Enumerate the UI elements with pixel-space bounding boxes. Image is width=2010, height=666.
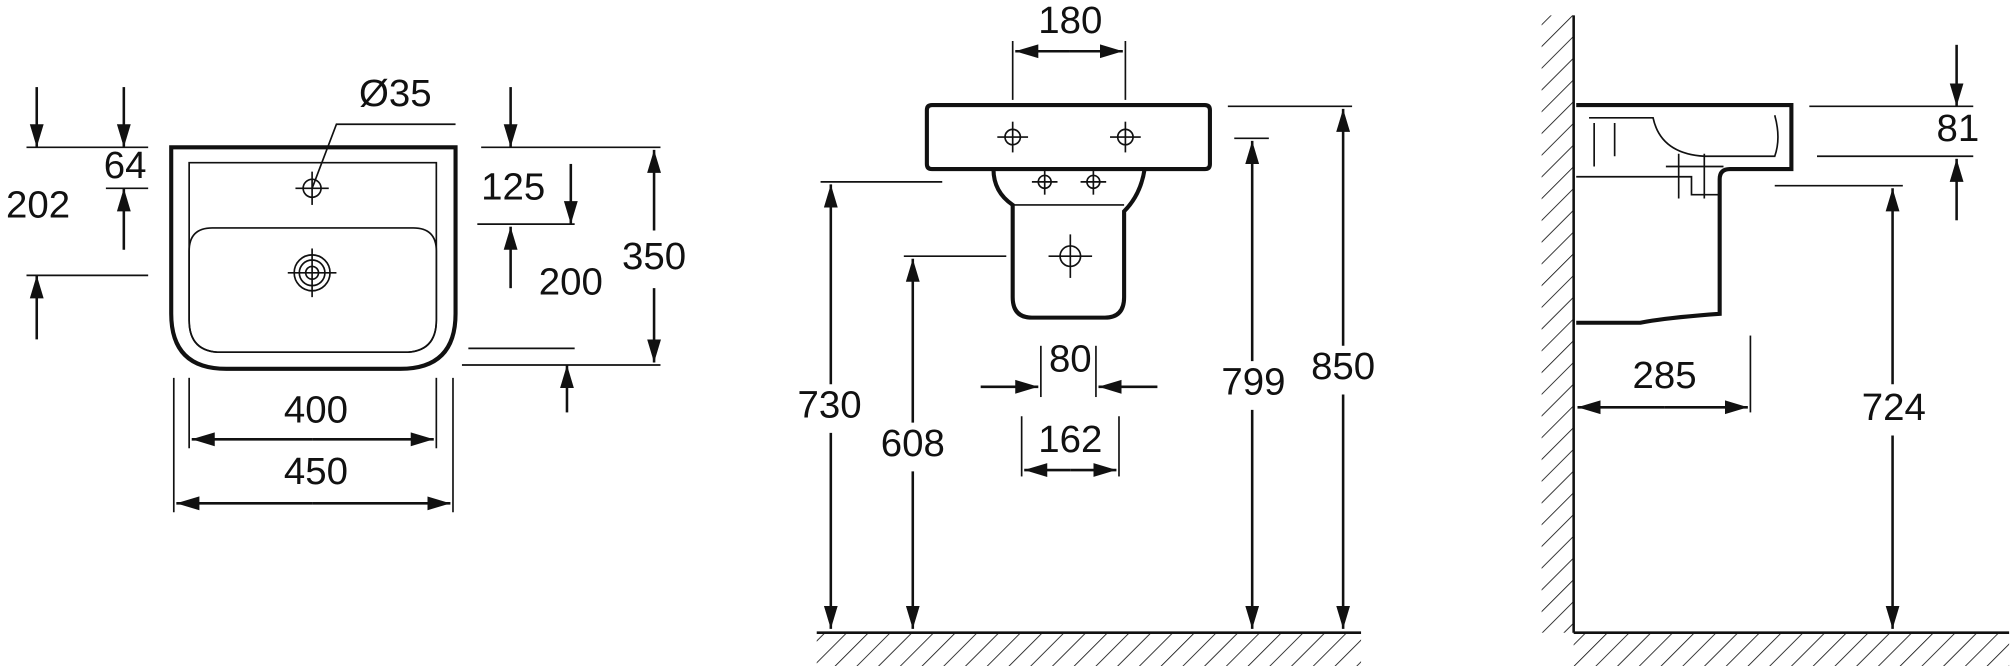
wall-hatch	[1541, 15, 1574, 633]
dim-730: 730	[797, 383, 861, 426]
dim-64: 64	[104, 144, 147, 187]
dim-285: 285	[1633, 354, 1697, 397]
dim-81: 81	[1937, 107, 1980, 150]
dim-125: 125	[481, 166, 545, 209]
basin-front	[924, 102, 1212, 172]
dim-202: 202	[6, 184, 70, 227]
dim-850: 850	[1311, 345, 1375, 388]
drain-icon	[287, 248, 337, 298]
dim-180: 180	[1038, 0, 1102, 42]
dim-162: 162	[1038, 418, 1102, 461]
dim-350: 350	[622, 235, 686, 278]
dim-450: 450	[284, 450, 348, 493]
floor-hatch	[1573, 632, 2010, 666]
basin-side-profile	[1576, 102, 1794, 325]
dim-80: 80	[1049, 337, 1092, 380]
pedestal	[991, 168, 1147, 320]
dim-hole-diameter: Ø35	[359, 72, 432, 115]
top-view: Ø35 202 64 125 200 350 400 45	[6, 72, 686, 513]
floor-hatch	[816, 632, 1362, 666]
dim-608: 608	[881, 422, 945, 465]
dim-400: 400	[284, 389, 348, 432]
dim-200: 200	[539, 260, 603, 303]
dim-799: 799	[1221, 360, 1285, 403]
front-view: 180 80 162 730 608 799 850	[797, 0, 1375, 666]
dim-724: 724	[1862, 386, 1926, 429]
side-view: 81 285 724	[1541, 15, 2010, 666]
basin-outline	[169, 145, 458, 371]
basin-bowl	[188, 227, 438, 354]
tap-hole-icon	[997, 121, 1141, 278]
